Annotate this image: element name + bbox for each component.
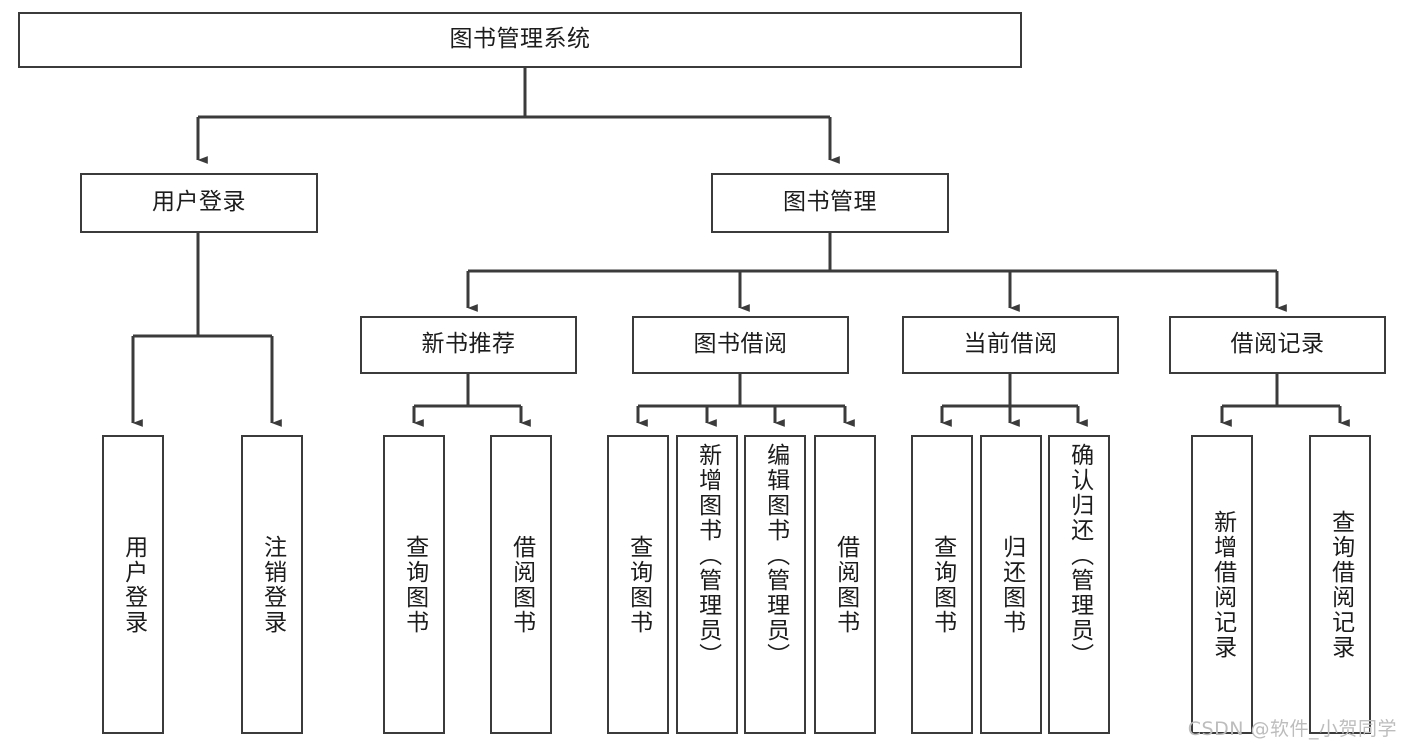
node-label: 注销登录 — [259, 534, 286, 635]
node-label: 查询图书 — [929, 534, 956, 635]
leaf-user-login[interactable]: 用户登录 — [102, 435, 164, 734]
node-label: 用户登录 — [120, 534, 147, 635]
node-book-management[interactable]: 图书管理 — [711, 173, 949, 233]
leaf-return-books[interactable]: 归还图书 — [980, 435, 1042, 734]
node-label: 新增图书（管理员） — [694, 443, 721, 668]
node-label: 图书借阅 — [693, 331, 788, 358]
leaf-confirm-return-admin[interactable]: 确认归还（管理员） — [1048, 435, 1110, 734]
node-new-book-recommend[interactable]: 新书推荐 — [360, 316, 577, 374]
node-label: 借阅图书 — [832, 534, 859, 635]
node-label: 借阅图书 — [508, 534, 535, 635]
node-label: 图书管理系统 — [449, 26, 591, 53]
leaf-add-borrow-record[interactable]: 新增借阅记录 — [1191, 435, 1253, 734]
csdn-watermark: CSDN @软件_小贺同学 — [1187, 718, 1397, 740]
node-label: 编辑图书（管理员） — [762, 443, 789, 668]
node-root-book-management-system[interactable]: 图书管理系统 — [18, 12, 1022, 68]
node-label: 查询图书 — [625, 534, 652, 635]
leaf-query-borrow-record[interactable]: 查询借阅记录 — [1309, 435, 1371, 734]
node-label: 新增借阅记录 — [1209, 509, 1236, 660]
node-label: 查询借阅记录 — [1327, 509, 1354, 660]
node-label: 当前借阅 — [963, 331, 1058, 358]
node-label: 用户登录 — [152, 189, 246, 216]
node-label: 查询图书 — [401, 534, 428, 635]
leaf-query-books-borrow[interactable]: 查询图书 — [607, 435, 669, 734]
leaf-query-books-current[interactable]: 查询图书 — [911, 435, 973, 734]
node-current-borrow[interactable]: 当前借阅 — [902, 316, 1119, 374]
node-label: 借阅记录 — [1230, 331, 1325, 358]
node-borrow-record[interactable]: 借阅记录 — [1169, 316, 1386, 374]
node-label: 图书管理 — [783, 189, 877, 216]
leaf-edit-book-admin[interactable]: 编辑图书（管理员） — [744, 435, 806, 734]
leaf-query-books-recommend[interactable]: 查询图书 — [383, 435, 445, 734]
node-label: 确认归还（管理员） — [1066, 443, 1093, 668]
node-user-login[interactable]: 用户登录 — [80, 173, 318, 233]
leaf-add-book-admin[interactable]: 新增图书（管理员） — [676, 435, 738, 734]
node-label: 新书推荐 — [421, 331, 516, 358]
node-label: 归还图书 — [998, 534, 1025, 635]
leaf-borrow-books-recommend[interactable]: 借阅图书 — [490, 435, 552, 734]
leaf-borrow-books[interactable]: 借阅图书 — [814, 435, 876, 734]
leaf-logout[interactable]: 注销登录 — [241, 435, 303, 734]
node-book-borrow[interactable]: 图书借阅 — [632, 316, 849, 374]
